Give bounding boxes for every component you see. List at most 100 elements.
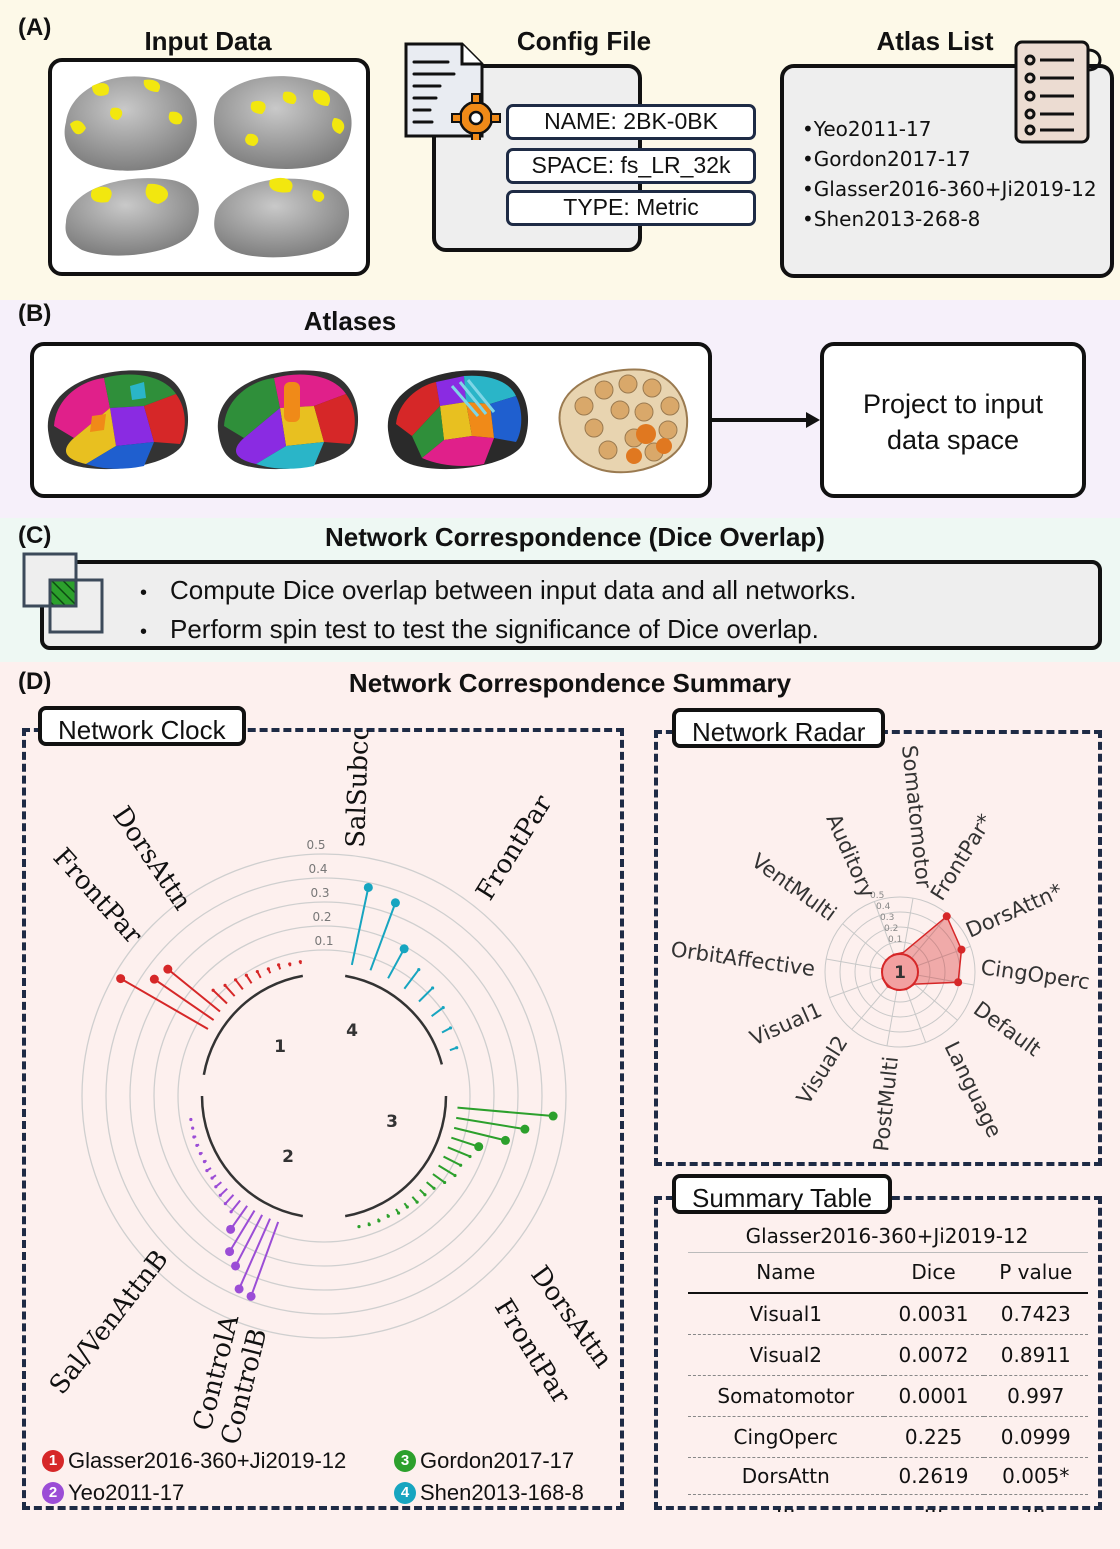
network-label: FrontPar [47,843,148,951]
radar-ring-label: 0.4 [876,902,891,912]
clock-bar-tip [244,973,248,977]
table-cell: … [923,1493,944,1517]
table-header-cell: P value [999,1260,1073,1284]
radar-ring-label: 0.2 [884,924,898,934]
clock-bar-tip [163,964,173,974]
radar-axis-label: Auditory [821,810,879,901]
clock-bar [230,1199,241,1213]
atlas-item: •Glasser2016-360+Ji2019-12 [802,177,1097,201]
radar-axis-label: Default [969,997,1045,1062]
network-clock-tag: Network Clock [38,706,246,746]
clock-bar-tip [116,974,126,984]
table-row: DorsAttn 0.2619 0.005* [688,1458,1088,1495]
clock-sector-arc [344,1095,448,1218]
clock-bar [153,978,215,1021]
radar-axis-label: DorsAttn* [962,879,1066,943]
radar-axis-label: Somatomotor [897,744,936,890]
config-space-field: SPACE: fs_LR_32k [506,148,756,184]
table-header-row: Name Dice P value [688,1252,1088,1293]
atlas-brain-4 [558,368,689,474]
clock-bar [432,1173,446,1184]
radar-axis-label: Visual1 [746,998,825,1051]
clock-sector-arc [202,974,304,1076]
clock-bar-tip [548,1111,558,1121]
atlas-list-title: Atlas List [876,26,994,56]
legend-number: 1 [42,1450,64,1472]
clock-bar-tip [191,1126,195,1130]
table-row: Somatomotor 0.0001 0.997 [688,1376,1088,1417]
atlas-item: •Yeo2011-17 [802,117,932,141]
clock-bar [350,887,370,966]
clock-bar-tip [149,974,159,984]
clock-bar-tip [229,1210,233,1214]
clock-bar-tip [363,882,373,892]
radar-ring [869,941,931,1003]
clock-sector-arc [200,1095,304,1218]
clock-bar-tip [357,1224,361,1229]
clock-bar-tip [453,1173,457,1178]
legend-item-4: 4 Shen2013-168-8 [394,1480,584,1506]
clock-bar-tip [520,1124,530,1134]
atlas-item: •Gordon2017-17 [802,147,971,171]
clock-bar [120,977,209,1030]
dice-bullets: •Compute Dice overlap between input data… [140,572,857,650]
network-label: SalSubcor [341,730,376,848]
table-cell: 0.005* [1002,1464,1070,1488]
clock-bar-tip [390,898,400,908]
atlas-list: •Yeo2011-17 •Gordon2017-17 •Glasser2016-… [802,114,1097,234]
clock-bar [431,1006,444,1017]
atlas-brains-icon [47,368,689,474]
network-clock-box [22,728,624,1510]
clock-ring [81,853,567,1339]
radar-ring-label: 0.5 [870,891,884,901]
dice-box: •Compute Dice overlap between input data… [40,560,1102,650]
clock-bar [451,1136,480,1148]
table-cell: CingOperc [733,1425,838,1449]
clock-bar [387,948,406,979]
clock-bar [443,1155,462,1167]
table-caption-rule [688,1252,1088,1253]
clock-bar [250,1221,280,1297]
radar-ring [854,926,946,1018]
table-cell: Visual1 [749,1302,822,1326]
input-data-title: Input Data [144,26,272,56]
radar-ring [839,911,961,1033]
clock-bar-tip [448,1026,453,1030]
clock-bar [238,1218,271,1290]
table-row: … … … [688,1495,1088,1516]
clock-bar-tip [288,962,292,966]
panel-c-label: (C) [18,522,52,549]
table-cell: 0.8911 [1000,1343,1071,1367]
ring-label: 0.4 [308,862,327,876]
clock-bar [457,1106,554,1118]
atlas-brain-2 [217,370,359,470]
clock-bar-tip [500,1135,510,1145]
clock-bar [447,1146,471,1158]
table-cell: 0.997 [1007,1384,1065,1408]
bullet-text: Perform spin test to test the significan… [170,614,819,644]
clock-bar-tip [443,1180,447,1185]
bullet-item: •Compute Dice overlap between input data… [140,572,857,611]
table-cell: 0.225 [904,1425,963,1449]
clock-bar-tip [468,1154,472,1159]
clock-bar-tip [399,944,409,954]
bullet-item: •Perform spin test to test the significa… [140,611,857,650]
panel-c-title: Network Correspondence (Dice Overlap) [325,522,825,552]
clock-bar-tip [246,1291,256,1301]
clock-bar-tip [377,1219,381,1223]
table-cell: 0.0999 [1000,1425,1071,1449]
bullet-text: Compute Dice overlap between input data … [170,575,857,605]
radar-axis-label: CingOperc [979,955,1091,994]
table-cell: … [1025,1493,1046,1517]
clock-bar [229,1205,248,1230]
legend-item-3: 3 Gordon2017-17 [394,1448,574,1474]
clock-bar [224,984,236,997]
project-line: Project to input [862,389,1044,419]
clock-bar [234,979,244,990]
clock-bar-tip [189,1117,193,1122]
list-scroll-icon [1014,40,1102,144]
radar-center-circle [881,953,919,991]
panel-d-label: (D) [18,668,52,695]
clock-bar-tip [441,1005,445,1010]
table-cell: Visual2 [749,1343,822,1367]
